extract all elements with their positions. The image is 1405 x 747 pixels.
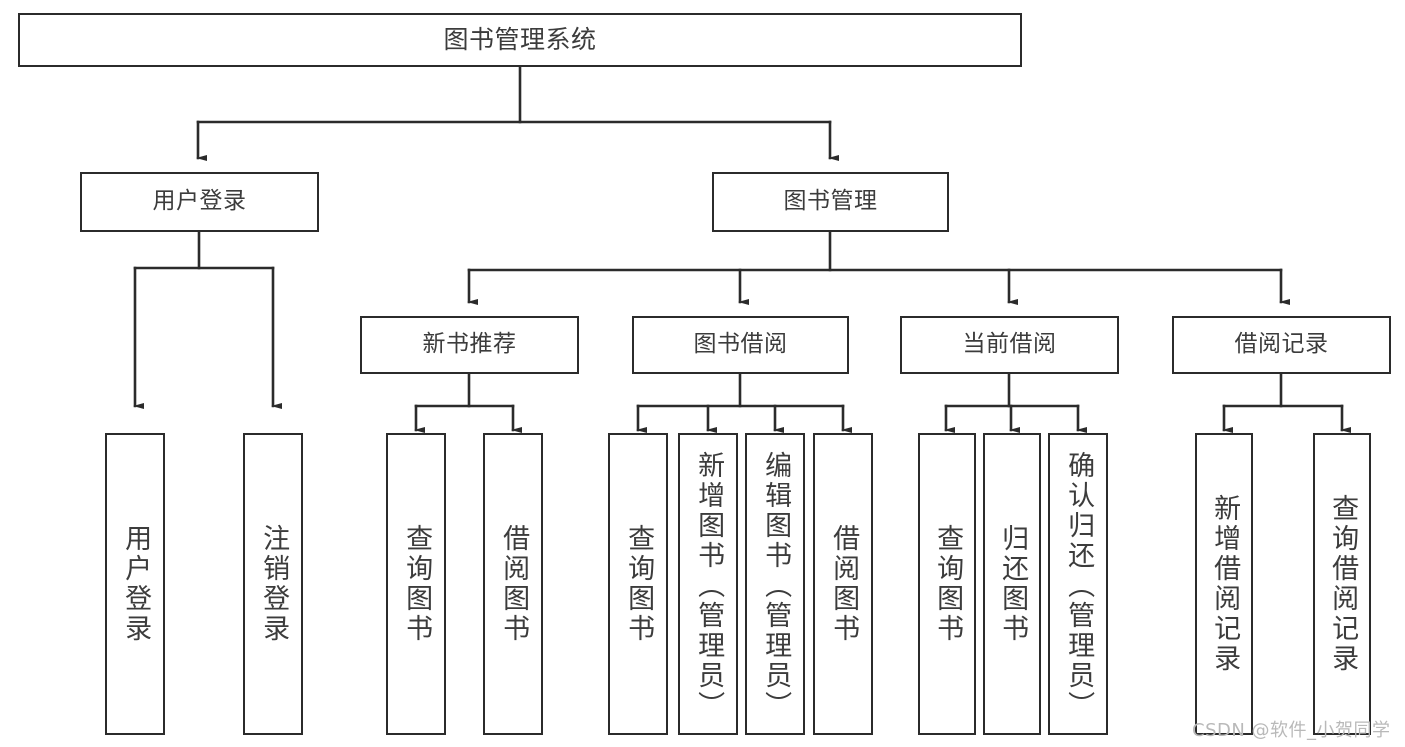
leaf-query-record-label: 查询借阅记录 [1327,494,1359,674]
leaf-query-record[interactable]: 查询借阅记录 [1313,433,1371,735]
node-current-borrow[interactable]: 当前借阅 [900,316,1119,374]
leaf-add-book-label: 新增图书（管理员） [693,451,725,721]
node-user-login[interactable]: 用户登录 [80,172,319,232]
leaf-borrow-book-2-label: 借阅图书 [828,524,860,644]
leaf-query-book-2[interactable]: 查询图书 [608,433,668,735]
leaf-query-book-3[interactable]: 查询图书 [918,433,976,735]
node-borrow-record[interactable]: 借阅记录 [1172,316,1391,374]
node-book-borrow-label: 图书借阅 [693,331,788,358]
leaf-query-book-3-label: 查询图书 [932,524,964,644]
leaf-user-login-label: 用户登录 [120,524,152,644]
node-borrow-record-label: 借阅记录 [1234,331,1329,358]
leaf-logout-label: 注销登录 [258,524,290,644]
leaf-add-record[interactable]: 新增借阅记录 [1195,433,1253,735]
leaf-query-book-2-label: 查询图书 [623,524,655,644]
leaf-add-record-label: 新增借阅记录 [1209,494,1241,674]
leaf-confirm-return[interactable]: 确认归还（管理员） [1048,433,1108,735]
node-new-book-recommend[interactable]: 新书推荐 [360,316,579,374]
leaf-query-book-1[interactable]: 查询图书 [386,433,446,735]
leaf-return-book-label: 归还图书 [997,524,1029,644]
leaf-borrow-book-1[interactable]: 借阅图书 [483,433,543,735]
leaf-user-login[interactable]: 用户登录 [105,433,165,735]
node-book-borrow[interactable]: 图书借阅 [632,316,849,374]
node-current-borrow-label: 当前借阅 [962,331,1057,358]
leaf-logout[interactable]: 注销登录 [243,433,303,735]
leaf-return-book[interactable]: 归还图书 [983,433,1041,735]
leaf-edit-book-label: 编辑图书（管理员） [760,451,792,721]
leaf-borrow-book-1-label: 借阅图书 [498,524,530,644]
node-user-login-label: 用户登录 [152,188,247,215]
leaf-add-book[interactable]: 新增图书（管理员） [678,433,738,735]
leaf-confirm-return-label: 确认归还（管理员） [1063,451,1095,721]
leaf-edit-book[interactable]: 编辑图书（管理员） [745,433,805,735]
node-book-manage-label: 图书管理 [783,188,878,215]
node-book-manage[interactable]: 图书管理 [712,172,949,232]
leaf-borrow-book-2[interactable]: 借阅图书 [813,433,873,735]
node-new-book-recommend-label: 新书推荐 [422,331,517,358]
node-root[interactable]: 图书管理系统 [18,13,1022,67]
leaf-query-book-1-label: 查询图书 [401,524,433,644]
node-root-label: 图书管理系统 [443,25,597,55]
csdn-watermark: CSDN @软件_小贺同学 [1192,720,1391,741]
